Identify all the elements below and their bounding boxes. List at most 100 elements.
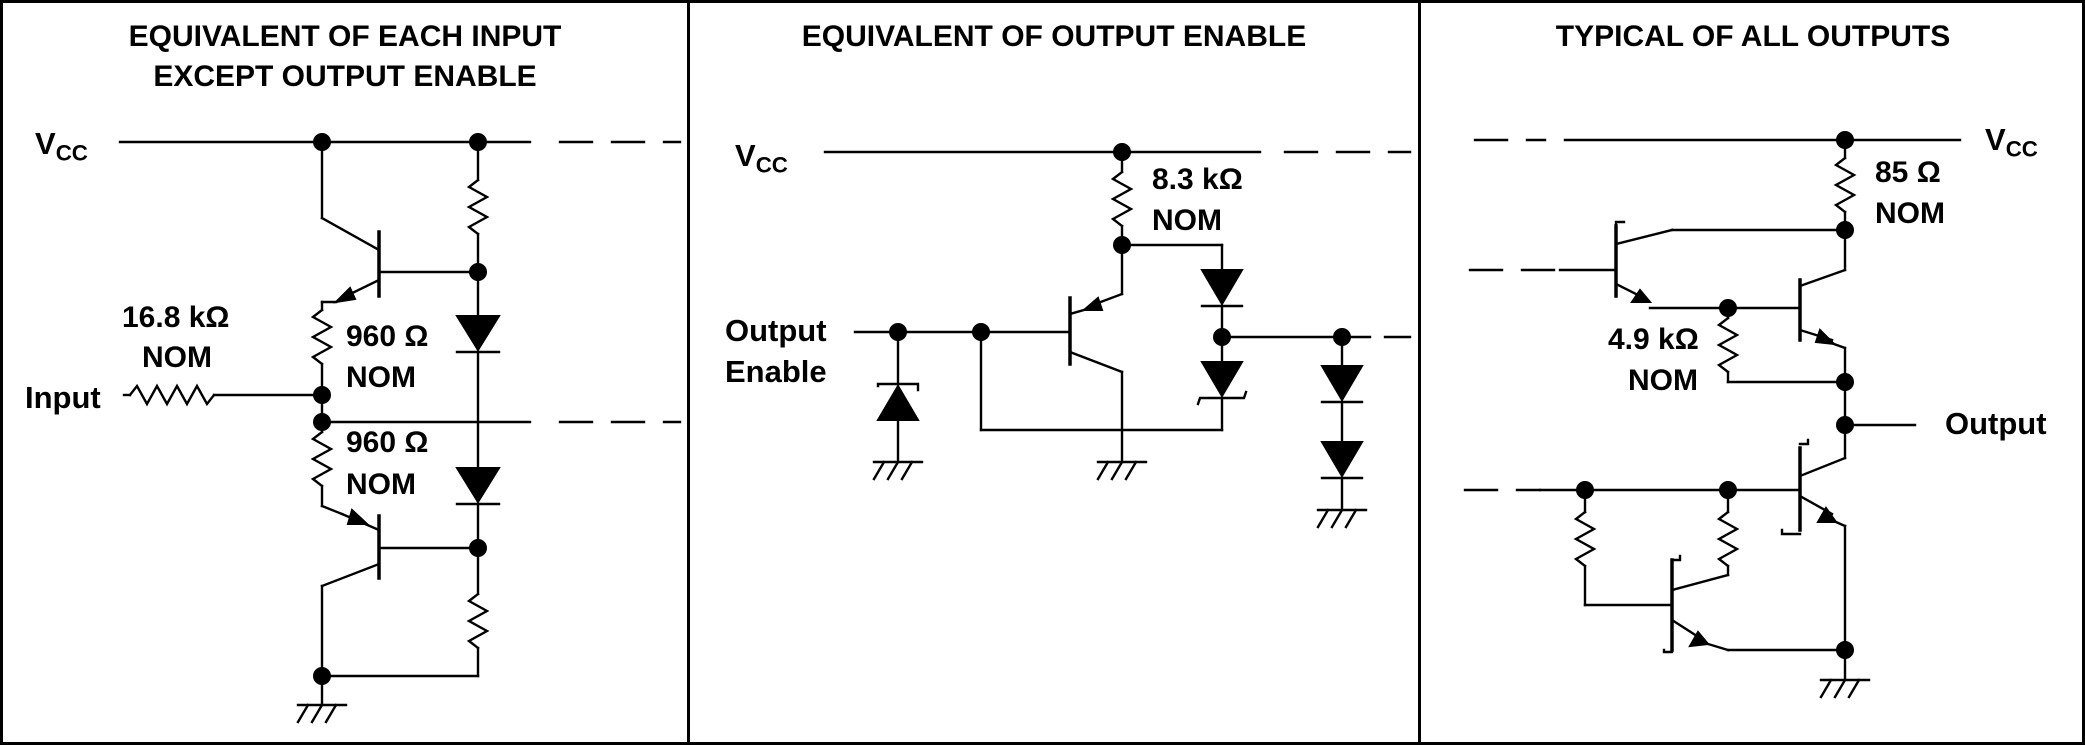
- junction-dot: [469, 133, 487, 151]
- vcc-main: V: [35, 126, 56, 161]
- input-label: Input: [25, 380, 101, 415]
- r-85-value: 85 Ω: [1875, 156, 1941, 189]
- junction-dot: [1719, 481, 1737, 499]
- junction-dot: [1836, 221, 1854, 239]
- vcc-main: V: [1985, 122, 2006, 157]
- small-transistor-emitter-wire: [1706, 642, 1730, 652]
- junction-dot: [1113, 236, 1131, 254]
- junction-dot: [313, 667, 331, 685]
- panel-typical-outputs: [1418, 0, 2085, 745]
- input-transistor-emitter-leg: [1614, 282, 1642, 298]
- r-upper-value: 960 Ω: [346, 320, 429, 353]
- panel1-vcc-label: VCC: [35, 128, 88, 165]
- vcc-sub: CC: [2005, 136, 2038, 162]
- panel1-circuit: [118, 133, 682, 724]
- r-input-nom: NOM: [142, 341, 212, 374]
- lower-transistor-emitter-arrow: [1816, 506, 1838, 523]
- panel3-vcc-label: VCC: [1985, 124, 2038, 161]
- junction-dot: [1719, 299, 1737, 317]
- resistor-16k8: [310, 308, 334, 366]
- vcc-sub: CC: [55, 140, 88, 166]
- junction-dot: [1213, 328, 1231, 346]
- ground-icon: [1819, 678, 1871, 699]
- upper-transistor-emitter-arrow: [1814, 328, 1837, 346]
- junction-dot: [1836, 373, 1854, 391]
- oe-label-line2: Enable: [725, 354, 827, 389]
- upper-transistor-collector-leg: [320, 216, 381, 252]
- input-transistor-collector-leg: [1614, 228, 1674, 246]
- vcc-sub: CC: [755, 152, 788, 178]
- r-upper-nom: NOM: [346, 361, 416, 394]
- junction-dot: [313, 386, 331, 404]
- output-label: Output: [1945, 406, 2047, 441]
- junction-dot: [1836, 641, 1854, 659]
- panel2-title: EQUIVALENT OF OUTPUT ENABLE: [801, 20, 1307, 53]
- oe-label-line1: Output: [725, 313, 827, 348]
- diode-series-1: [1200, 269, 1244, 306]
- panel1-title-line1: EQUIVALENT OF EACH INPUT: [128, 20, 562, 53]
- resistor-960-lower: [310, 430, 334, 488]
- panel2-vcc-label: VCC: [735, 140, 788, 177]
- input-resistor-horizontal: [128, 383, 216, 407]
- diode-right-2: [1320, 441, 1364, 478]
- junction-dot: [469, 539, 487, 557]
- upper-transistor-collector-leg: [1798, 268, 1847, 288]
- ground-icon: [872, 460, 924, 481]
- resistor-8k3: [1110, 170, 1134, 228]
- lower-transistor-clamp: [1780, 528, 1802, 536]
- ground-icon: [296, 703, 348, 724]
- lower-transistor-collector-leg: [320, 562, 381, 588]
- input-transistor-clamp: [1614, 220, 1626, 228]
- zener-bar: [876, 382, 920, 392]
- junction-dot: [1576, 481, 1594, 499]
- upper-transistor-emitter-arrow: [333, 286, 357, 304]
- panel2-circuit: [823, 143, 1412, 529]
- r-lower-value: 960 Ω: [346, 426, 429, 459]
- ground-icon: [1096, 460, 1148, 481]
- panel1-title-line2: EXCEPT OUTPUT ENABLE: [153, 60, 537, 93]
- r-8k3-nom: NOM: [1152, 204, 1222, 237]
- junction-dot: [1333, 328, 1351, 346]
- input-transistor-emitter-arrow: [1630, 288, 1653, 303]
- upper-emitter-to-node: [1832, 342, 1847, 350]
- oe-transistor-collector-leg: [1068, 350, 1124, 374]
- small-transistor-clamp-top: [1670, 554, 1682, 562]
- junction-dot: [972, 323, 990, 341]
- r-4k9-value: 4.9 kΩ: [1608, 323, 1699, 356]
- junction-dot: [1836, 131, 1854, 149]
- junction-dot: [1836, 416, 1854, 434]
- r-8k3-value: 8.3 kΩ: [1152, 163, 1243, 196]
- r-lower-nom: NOM: [346, 468, 416, 501]
- panel3-title: TYPICAL OF ALL OUTPUTS: [1555, 20, 1951, 53]
- lower-emitter-lead: [320, 504, 344, 516]
- diode-lower: [455, 467, 501, 504]
- ground-icon: [1316, 508, 1368, 529]
- small-transistor-clamp: [1662, 648, 1674, 654]
- resistor-upper: [466, 178, 490, 236]
- lower-transistor-collector-leg: [1798, 456, 1847, 478]
- junction-dot: [313, 133, 331, 151]
- junction-dot: [1113, 143, 1131, 161]
- lower-emitter-wire: [1834, 520, 1847, 528]
- oe-transistor-emitter-arrow: [1081, 296, 1104, 311]
- small-transistor-emitter-arrow: [1688, 630, 1710, 648]
- junction-dot: [889, 323, 907, 341]
- panel3-circuit: [1463, 131, 1962, 699]
- lower-transistor-clamp-top: [1798, 438, 1810, 446]
- junction-dot: [469, 263, 487, 281]
- vcc-main: V: [735, 138, 756, 173]
- resistor-left-lower: [1573, 510, 1597, 568]
- resistor-4k9: [1716, 316, 1740, 374]
- diode-upper: [455, 315, 501, 352]
- r-4k9-nom: NOM: [1628, 364, 1698, 397]
- lower-transistor-emitter-arrow: [346, 508, 370, 525]
- resistor-middle-lower: [1716, 510, 1740, 568]
- resistor-85: [1833, 156, 1857, 214]
- diode-series-2: [1200, 361, 1244, 398]
- oe-transistor-base-leg: [1068, 308, 1086, 316]
- r-input-value: 16.8 kΩ: [122, 301, 230, 334]
- r-85-nom: NOM: [1875, 197, 1945, 230]
- resistor-right-lower: [466, 592, 490, 650]
- diode-right-1: [1320, 365, 1364, 402]
